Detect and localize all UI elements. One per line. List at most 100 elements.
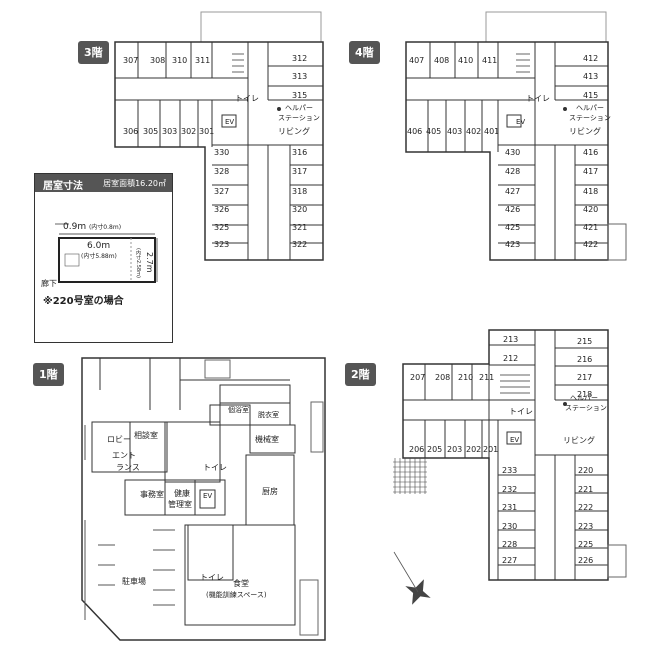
ev-label: EV	[516, 118, 525, 126]
legend-room-height: 2.7m	[145, 252, 154, 273]
helper-station-label-2: ステーション	[569, 114, 611, 122]
toilet-label-1f-2: トイレ	[200, 573, 224, 582]
room-421: 421	[583, 223, 598, 232]
room-226: 226	[578, 556, 593, 565]
dressing-label: 脱衣室	[258, 410, 279, 419]
room-223: 223	[578, 522, 593, 531]
room-411: 411	[482, 56, 497, 65]
room-428: 428	[505, 167, 520, 176]
helper-station-label-2f-2: ステーション	[565, 404, 607, 412]
room-406: 406	[407, 127, 422, 136]
ev-label: EV	[225, 118, 234, 126]
room-322: 322	[292, 240, 307, 249]
room-321: 321	[292, 223, 307, 232]
parking-label: 駐車場	[122, 576, 146, 586]
ev-label-1f: EV	[203, 492, 212, 500]
room-413: 413	[583, 72, 598, 81]
legend-corridor: 廊下	[41, 279, 57, 288]
legend-door-width: 0.9m (内寸0.8m)	[63, 222, 122, 232]
toilet-label-1f: トイレ	[203, 463, 227, 472]
helper-station-label-2f: ヘルパー	[570, 394, 598, 402]
room-205: 205	[427, 445, 442, 454]
kitchen-label: 厨房	[262, 486, 278, 496]
floor-badge-3f: 3階	[78, 41, 109, 64]
room-302: 302	[181, 127, 196, 136]
ev-label-2f: EV	[510, 436, 519, 444]
room-403: 403	[447, 127, 462, 136]
entrance-label-2: ランス	[116, 463, 140, 472]
room-301: 301	[199, 127, 214, 136]
living-label-2f: リビング	[563, 435, 595, 445]
room-311: 311	[195, 56, 210, 65]
room-218: 218	[577, 390, 592, 399]
room-315: 315	[292, 91, 307, 100]
floor-badge-1f: 1階	[33, 363, 64, 386]
room-415: 415	[583, 91, 598, 100]
room-418: 418	[583, 187, 598, 196]
room-405: 405	[426, 127, 441, 136]
room-307: 307	[123, 56, 138, 65]
room-303: 303	[162, 127, 177, 136]
legend-room-length: 6.0m	[87, 241, 111, 251]
dining-label-2: (機能訓練スペース)	[206, 590, 267, 599]
room-212: 212	[503, 354, 518, 363]
room-312: 312	[292, 54, 307, 63]
robby-label: ロビー	[107, 435, 131, 444]
room-316: 316	[292, 148, 307, 157]
room-422: 422	[583, 240, 598, 249]
room-330: 330	[214, 148, 229, 157]
room-227: 227	[502, 556, 517, 565]
consult-label: 相談室	[134, 430, 158, 440]
bath-label: 個浴室	[228, 405, 249, 414]
room-210: 210	[458, 373, 473, 382]
room-318: 318	[292, 187, 307, 196]
office-label: 事務室	[140, 489, 164, 499]
floor-plan-4f	[405, 11, 627, 261]
compass-icon	[393, 551, 431, 605]
helper-station-label-2: ステーション	[278, 114, 320, 122]
room-225: 225	[578, 540, 593, 549]
dining-label: 食堂	[233, 578, 249, 588]
room-308: 308	[150, 56, 165, 65]
room-207: 207	[410, 373, 425, 382]
room-323: 323	[214, 240, 229, 249]
machine-room-label: 機械室	[255, 434, 279, 444]
legend-room-height-inner: (内寸2.58m)	[135, 248, 141, 278]
room-203: 203	[447, 445, 462, 454]
room-201: 201	[483, 445, 498, 454]
room-222: 222	[578, 503, 593, 512]
floor-plan-1f	[81, 357, 326, 641]
room-211: 211	[479, 373, 494, 382]
room-228: 228	[502, 540, 517, 549]
room-420: 420	[583, 205, 598, 214]
legend-room-length-inner: (内寸5.88m)	[81, 253, 117, 260]
room-326: 326	[214, 205, 229, 214]
room-306: 306	[123, 127, 138, 136]
legend-header: 居室寸法 居室面積16.20㎡	[35, 174, 172, 192]
health-label-2: 管理室	[168, 499, 192, 509]
room-232: 232	[502, 485, 517, 494]
room-427: 427	[505, 187, 520, 196]
toilet-label: トイレ	[235, 94, 259, 103]
room-215: 215	[577, 337, 592, 346]
legend-note: ※220号室の場合	[43, 296, 124, 307]
room-202: 202	[466, 445, 481, 454]
toilet-label: トイレ	[526, 94, 550, 103]
room-216: 216	[577, 355, 592, 364]
room-208: 208	[435, 373, 450, 382]
room-408: 408	[434, 56, 449, 65]
room-320: 320	[292, 205, 307, 214]
legend-area: 居室面積16.20㎡	[103, 179, 166, 188]
room-325: 325	[214, 223, 229, 232]
room-dimension-legend: 居室寸法 居室面積16.20㎡ 0.9m (内寸0.8m) 6.0m (内寸5.…	[34, 173, 173, 343]
room-230: 230	[502, 522, 517, 531]
room-407: 407	[409, 56, 424, 65]
toilet-label-2f: トイレ	[509, 407, 533, 416]
room-221: 221	[578, 485, 593, 494]
helper-station-label: ヘルパー	[576, 104, 604, 112]
room-317: 317	[292, 167, 307, 176]
room-213: 213	[503, 335, 518, 344]
living-label: リビング	[278, 126, 310, 136]
hatched-terrace	[393, 458, 427, 494]
